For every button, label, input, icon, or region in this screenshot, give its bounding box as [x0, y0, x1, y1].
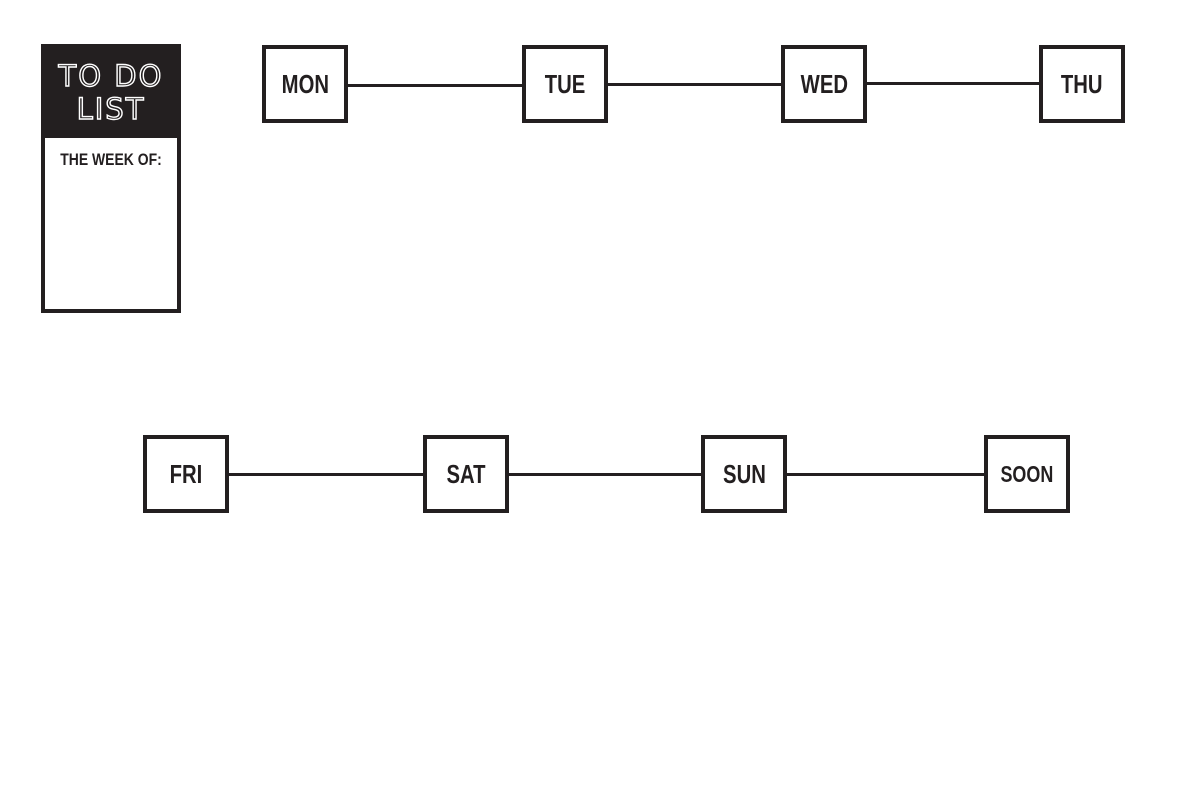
day-box-tue[interactable]: TUE	[522, 45, 608, 123]
day-box-soon[interactable]: SOON	[984, 435, 1070, 513]
connector-wed-thu	[865, 82, 1040, 85]
connector-sat-sun	[508, 473, 703, 476]
day-label-soon: SOON	[1000, 460, 1054, 487]
day-label-sun: SUN	[722, 458, 766, 489]
title-line-2: LIST	[76, 92, 146, 126]
day-label-mon: MON	[281, 68, 329, 99]
title-line-1: TO DO	[58, 59, 164, 93]
day-box-sat[interactable]: SAT	[423, 435, 509, 513]
day-box-sun[interactable]: SUN	[701, 435, 787, 513]
week-of-label: THE WEEK OF:	[60, 150, 162, 169]
to-do-list-card: TO DO LIST THE WEEK OF:	[41, 44, 181, 313]
connector-sun-soon	[786, 473, 986, 476]
day-label-tue: TUE	[544, 68, 586, 99]
to-do-list-header: TO DO LIST	[45, 48, 177, 138]
day-label-sat: SAT	[446, 458, 486, 489]
day-label-fri: FRI	[169, 458, 203, 489]
connector-mon-tue	[346, 84, 524, 87]
connector-fri-sat	[228, 473, 425, 476]
day-box-fri[interactable]: FRI	[143, 435, 229, 513]
day-box-wed[interactable]: WED	[781, 45, 867, 123]
day-box-thu[interactable]: THU	[1039, 45, 1125, 123]
day-label-thu: THU	[1061, 68, 1103, 99]
day-label-wed: WED	[800, 68, 848, 99]
connector-tue-wed	[606, 83, 782, 86]
day-box-mon[interactable]: MON	[262, 45, 348, 123]
